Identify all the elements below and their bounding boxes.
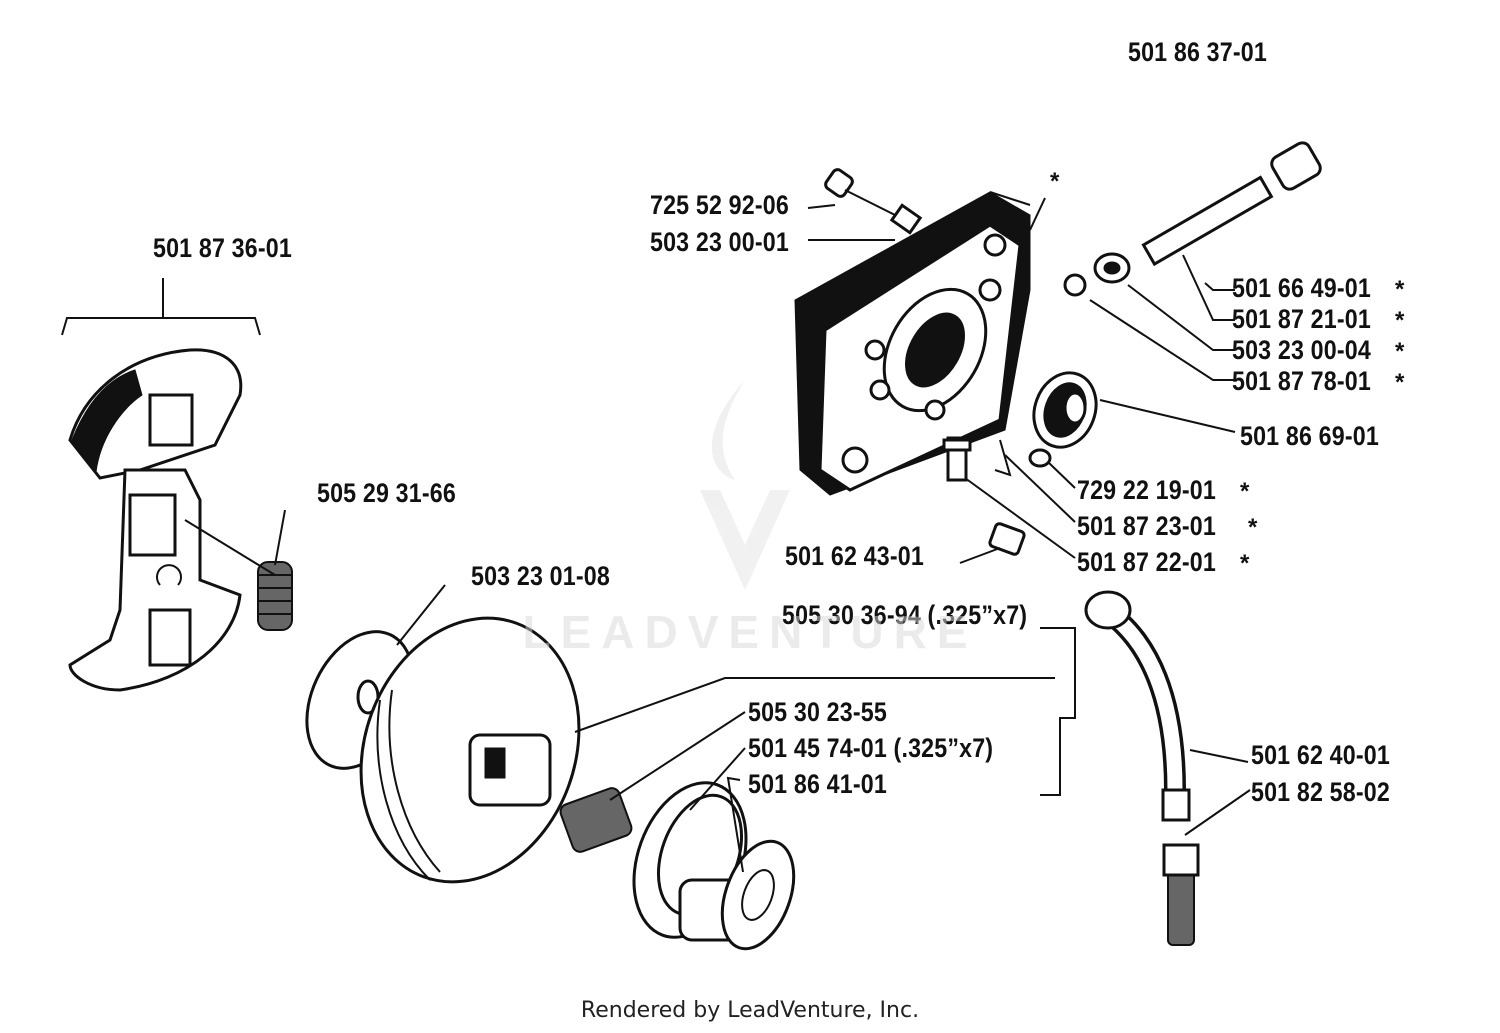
part-label-p20: 501 62 40-01 xyxy=(1251,740,1390,770)
part-label-p16: 505 30 36-94 (.325”x7) xyxy=(782,600,1028,630)
assembly-star: * xyxy=(1050,168,1060,195)
watermark-text: LEADVENTURE xyxy=(522,606,978,658)
needle-bearing xyxy=(559,787,633,853)
part-label-p14: 501 87 22-01 xyxy=(1077,547,1216,577)
hex-nut xyxy=(988,522,1026,556)
part-label-p15: 503 23 01-08 xyxy=(471,561,610,591)
part-star-p14: * xyxy=(1240,550,1250,577)
part-label-p12: 501 87 23-01 xyxy=(1077,511,1216,541)
part-label-p17: 505 30 23-55 xyxy=(748,697,887,727)
part-star-p8: * xyxy=(1395,369,1405,396)
part-label-p2: 725 52 92-06 xyxy=(650,190,789,220)
oring-small xyxy=(1028,448,1052,468)
oil-pump-housing xyxy=(794,191,1031,496)
part-star-p5: * xyxy=(1395,276,1405,303)
part-label-p18: 501 45 74-01 (.325”x7) xyxy=(748,733,994,763)
part-star-p11: * xyxy=(1240,478,1250,505)
part-star-p6: * xyxy=(1395,307,1405,334)
shaft-seal xyxy=(1093,252,1131,284)
housing-bolt xyxy=(824,168,923,235)
clutch-shoe-assembly xyxy=(68,348,243,692)
part-label-p21: 501 82 58-02 xyxy=(1251,777,1390,807)
shaft-washer xyxy=(1063,273,1087,297)
oil-pipe xyxy=(1084,590,1191,822)
part-label-p5: 501 66 49-01 xyxy=(1232,273,1371,303)
part-label-p1: 501 86 37-01 xyxy=(1128,37,1267,67)
part-label-p3: 503 23 00-01 xyxy=(650,227,789,257)
pin-clip xyxy=(994,439,1012,477)
part-star-p7: * xyxy=(1395,338,1405,365)
part-star-p12: * xyxy=(1248,514,1258,541)
adjust-screw xyxy=(942,436,972,482)
part-label-p7: 503 23 00-04 xyxy=(1232,335,1371,365)
part-label-p11: 729 22 19-01 xyxy=(1077,475,1216,505)
part-label-p8: 501 87 78-01 xyxy=(1232,366,1371,396)
part-label-p13: 501 62 43-01 xyxy=(785,541,924,571)
part-label-p9: 501 86 69-01 xyxy=(1240,421,1379,451)
clutch-drum xyxy=(359,616,581,884)
clutch-spring xyxy=(257,561,293,631)
leader-lines xyxy=(184,197,1251,873)
sprocket-washer xyxy=(720,839,796,951)
footer-credit: Rendered by LeadVenture, Inc. xyxy=(580,998,920,1023)
pump-worm-shaft xyxy=(1141,141,1322,267)
part-label-p6: 501 87 21-01 xyxy=(1232,304,1371,334)
assembly-bracket xyxy=(61,278,261,336)
part-label-p19: 501 86 41-01 xyxy=(748,769,887,799)
pump-gear xyxy=(1032,371,1098,449)
part-label-p4: 501 87 36-01 xyxy=(153,233,292,263)
part-label-p10: 505 29 31-66 xyxy=(317,478,456,508)
watermark-logo-icon xyxy=(700,380,790,590)
oil-filter-fitting xyxy=(1162,843,1200,946)
